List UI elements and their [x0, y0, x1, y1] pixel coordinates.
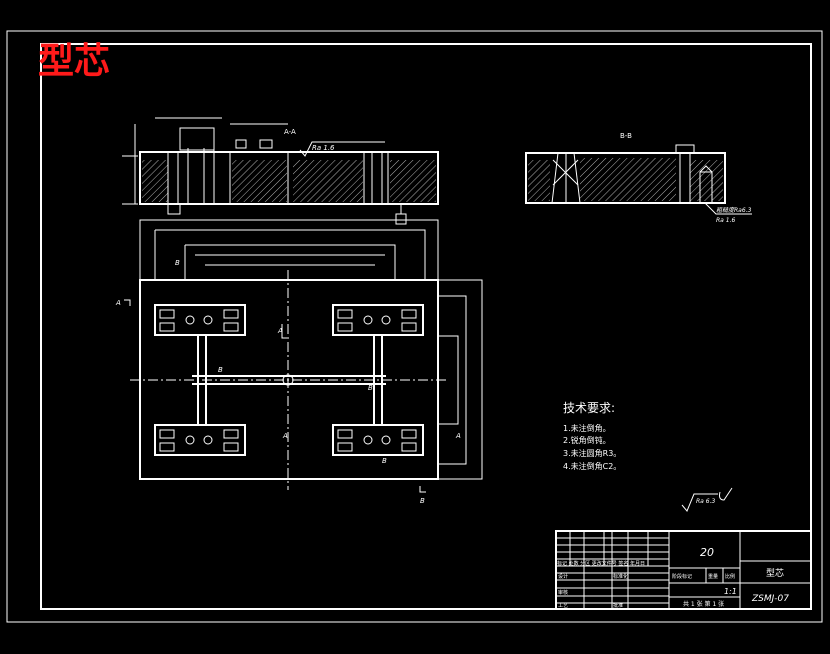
marker-a-left: A — [115, 299, 121, 307]
tech-requirement-item: 1.未注倒角。 — [563, 423, 611, 433]
roughness-side-note: 粗糙度Ra6.3 — [716, 206, 752, 214]
title-block-design: 设计 — [558, 573, 568, 580]
section-label-aa: A-A — [284, 128, 296, 136]
title-block-ratio: 比例 — [725, 573, 735, 580]
tech-requirement-item: 4.未注倒角C2。 — [563, 461, 621, 471]
roughness-side: Ra 1.6 — [716, 217, 735, 224]
cavity-block-top-right — [332, 304, 424, 336]
outer-frame — [6, 30, 823, 623]
cavity-block-bottom-left — [154, 424, 246, 456]
drawing-title: 型芯 — [38, 40, 110, 82]
title-block-part-name: 型芯 — [766, 567, 784, 579]
title-block-scale: 1:1 — [724, 587, 737, 596]
tech-requirements: 技术要求: 1.未注倒角。 2.锐角倒钝。 3.未注圆角R3。 4.未注倒角C2… — [563, 401, 621, 471]
marker-b-mid: B — [218, 366, 223, 374]
section-label-bb: B-B — [620, 132, 632, 140]
marker-a-bottom: A — [282, 432, 288, 440]
plan-view: A A A A B B B B B — [115, 219, 483, 505]
inner-frame — [40, 43, 812, 610]
title-block-weight: 重量 — [708, 573, 718, 580]
marker-a-right: A — [455, 432, 461, 440]
tech-requirements-heading: 技术要求: — [563, 401, 615, 415]
title-block-process: 工艺 — [558, 603, 568, 609]
marker-b-bottom: B — [420, 497, 425, 505]
title-block: 标记 处数 分区 更改文件号 签名 年月日 设计 标准化 审核 工艺 批准 20… — [555, 530, 812, 610]
title-block-standardize: 标准化 — [613, 573, 628, 580]
cavity-block-top-left — [154, 304, 246, 336]
section-view-aa: A-A Ra 1.6 — [122, 117, 439, 225]
marker-b-right1: B — [368, 384, 373, 392]
general-roughness-symbol: Ra 6.3 — [681, 487, 733, 512]
section-view-bb: B-B 粗糙度Ra6.3 Ra 1.6 — [525, 132, 752, 224]
runner-system — [192, 335, 386, 425]
title-block-drawing-no: ZSMJ-07 — [751, 594, 789, 604]
title-block-header-row: 标记 处数 分区 更改文件号 签名 年月日 — [557, 560, 645, 567]
title-block-sheets: 共 1 张 第 1 张 — [683, 600, 724, 608]
roughness-general-value: Ra 6.3 — [696, 498, 715, 505]
cavity-block-bottom-right — [332, 424, 424, 456]
title-block-quantity: 20 — [700, 546, 714, 559]
title-block-stage-mark: 阶段标记 — [672, 573, 692, 580]
title-block-review: 审核 — [558, 589, 568, 596]
roughness-top: Ra 1.6 — [312, 144, 335, 152]
tech-requirement-item: 3.未注圆角R3。 — [563, 448, 621, 458]
marker-b-right2: B — [382, 457, 387, 465]
title-block-approve: 批准 — [613, 602, 623, 609]
marker-a-mid: A — [277, 327, 283, 335]
marker-b-top: B — [175, 259, 180, 267]
tech-requirement-item: 2.锐角倒钝。 — [563, 435, 611, 445]
